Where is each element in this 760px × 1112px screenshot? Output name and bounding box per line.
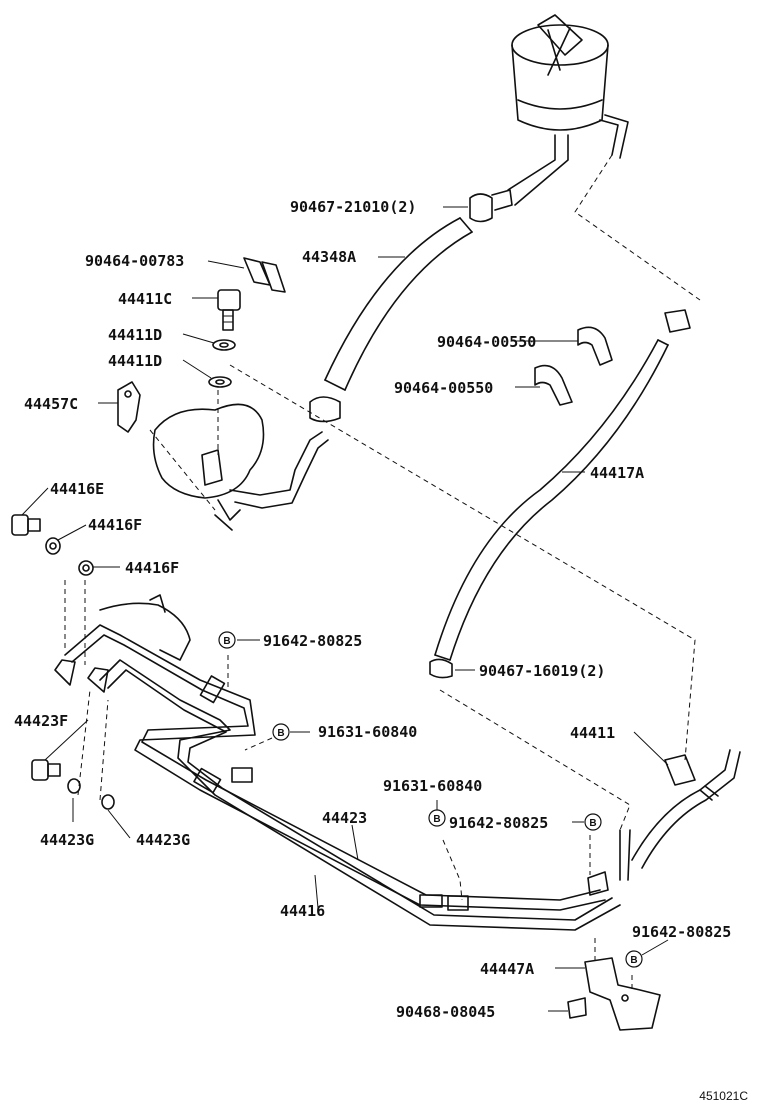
gasket-44416F-2 — [78, 560, 94, 576]
label-44423G-1: 44423G — [40, 831, 94, 849]
hose-44417A — [434, 339, 669, 661]
label-44447A: 44447A — [480, 960, 534, 978]
bolt-marker-text: B — [223, 636, 230, 647]
label-44423F: 44423F — [14, 712, 68, 730]
bolt-44416E — [11, 514, 41, 536]
label-44411: 44411 — [570, 724, 615, 742]
return-tube-44411 — [619, 749, 741, 881]
assembly-dash-lines — [64, 154, 701, 990]
label-44423: 44423 — [322, 809, 367, 827]
bracket-44447A — [584, 957, 661, 1031]
label-90467-16019: 90467-16019(2) — [479, 662, 605, 680]
label-44411C: 44411C — [118, 290, 172, 308]
bolt-marker-text: B — [630, 955, 637, 966]
label-90468-08045: 90468-08045 — [396, 1003, 495, 1021]
bolt-marker-1: B — [218, 631, 236, 649]
figure-id: 451021C — [699, 1089, 748, 1103]
label-44416: 44416 — [280, 902, 325, 920]
label-91642-80825-2: 91642-80825 — [449, 814, 548, 832]
label-90467-21010: 90467-21010(2) — [290, 198, 416, 216]
gasket-44416F-1 — [45, 537, 61, 555]
label-44423G-2: 44423G — [136, 831, 190, 849]
label-90464-00783: 90464-00783 — [85, 252, 184, 270]
clamp-90464-00783 — [243, 257, 286, 293]
bolt-marker-5: B — [625, 950, 643, 968]
label-44416F-1: 44416F — [88, 516, 142, 534]
clip-90468-08045 — [567, 997, 587, 1019]
label-44417A: 44417A — [590, 464, 644, 482]
bolt-marker-text: B — [433, 814, 440, 825]
gear-fittings — [54, 594, 191, 693]
reservoir-tank — [507, 14, 629, 206]
leader-lines — [21, 206, 669, 1012]
clamp-90464-00550-upper — [577, 326, 613, 366]
label-44348A: 44348A — [302, 248, 356, 266]
pressure-tubes — [64, 624, 621, 931]
clamp-upper — [469, 189, 513, 223]
clamp-90464-00550-lower — [534, 364, 573, 406]
pump-body — [152, 403, 329, 531]
label-44457C: 44457C — [24, 395, 78, 413]
clamp-lower — [309, 396, 341, 423]
label-91631-60840-1: 91631-60840 — [318, 723, 417, 741]
clamp-90467-16019 — [429, 658, 453, 679]
gasket-44411D-upper — [212, 339, 236, 351]
label-44411D-lower: 44411D — [108, 352, 162, 370]
bolt-marker-2: B — [272, 723, 290, 741]
label-91631-60840-2: 91631-60840 — [383, 777, 482, 795]
gasket-44411D-lower — [208, 376, 232, 388]
bolt-44423F — [31, 759, 61, 781]
label-91642-80825-3: 91642-80825 — [632, 923, 731, 941]
bolt-marker-text: B — [277, 728, 284, 739]
label-91642-80825-1: 91642-80825 — [263, 632, 362, 650]
bolt-marker-3: B — [428, 809, 446, 827]
bolt-marker-text: B — [589, 818, 596, 829]
gasket-44423G-1 — [67, 778, 81, 794]
label-90464-00550-lower: 90464-00550 — [394, 379, 493, 397]
union-bolt-44411C — [217, 289, 241, 331]
gasket-44423G-2 — [101, 794, 115, 810]
label-44416E: 44416E — [50, 480, 104, 498]
clamp-44417A-top — [664, 309, 691, 333]
bolt-marker-4: B — [584, 813, 602, 831]
bracket-44457C — [117, 381, 141, 433]
hose-44348A — [324, 217, 473, 391]
label-44411D-upper: 44411D — [108, 326, 162, 344]
label-90464-00550-upper: 90464-00550 — [437, 333, 536, 351]
label-44416F-2: 44416F — [125, 559, 179, 577]
